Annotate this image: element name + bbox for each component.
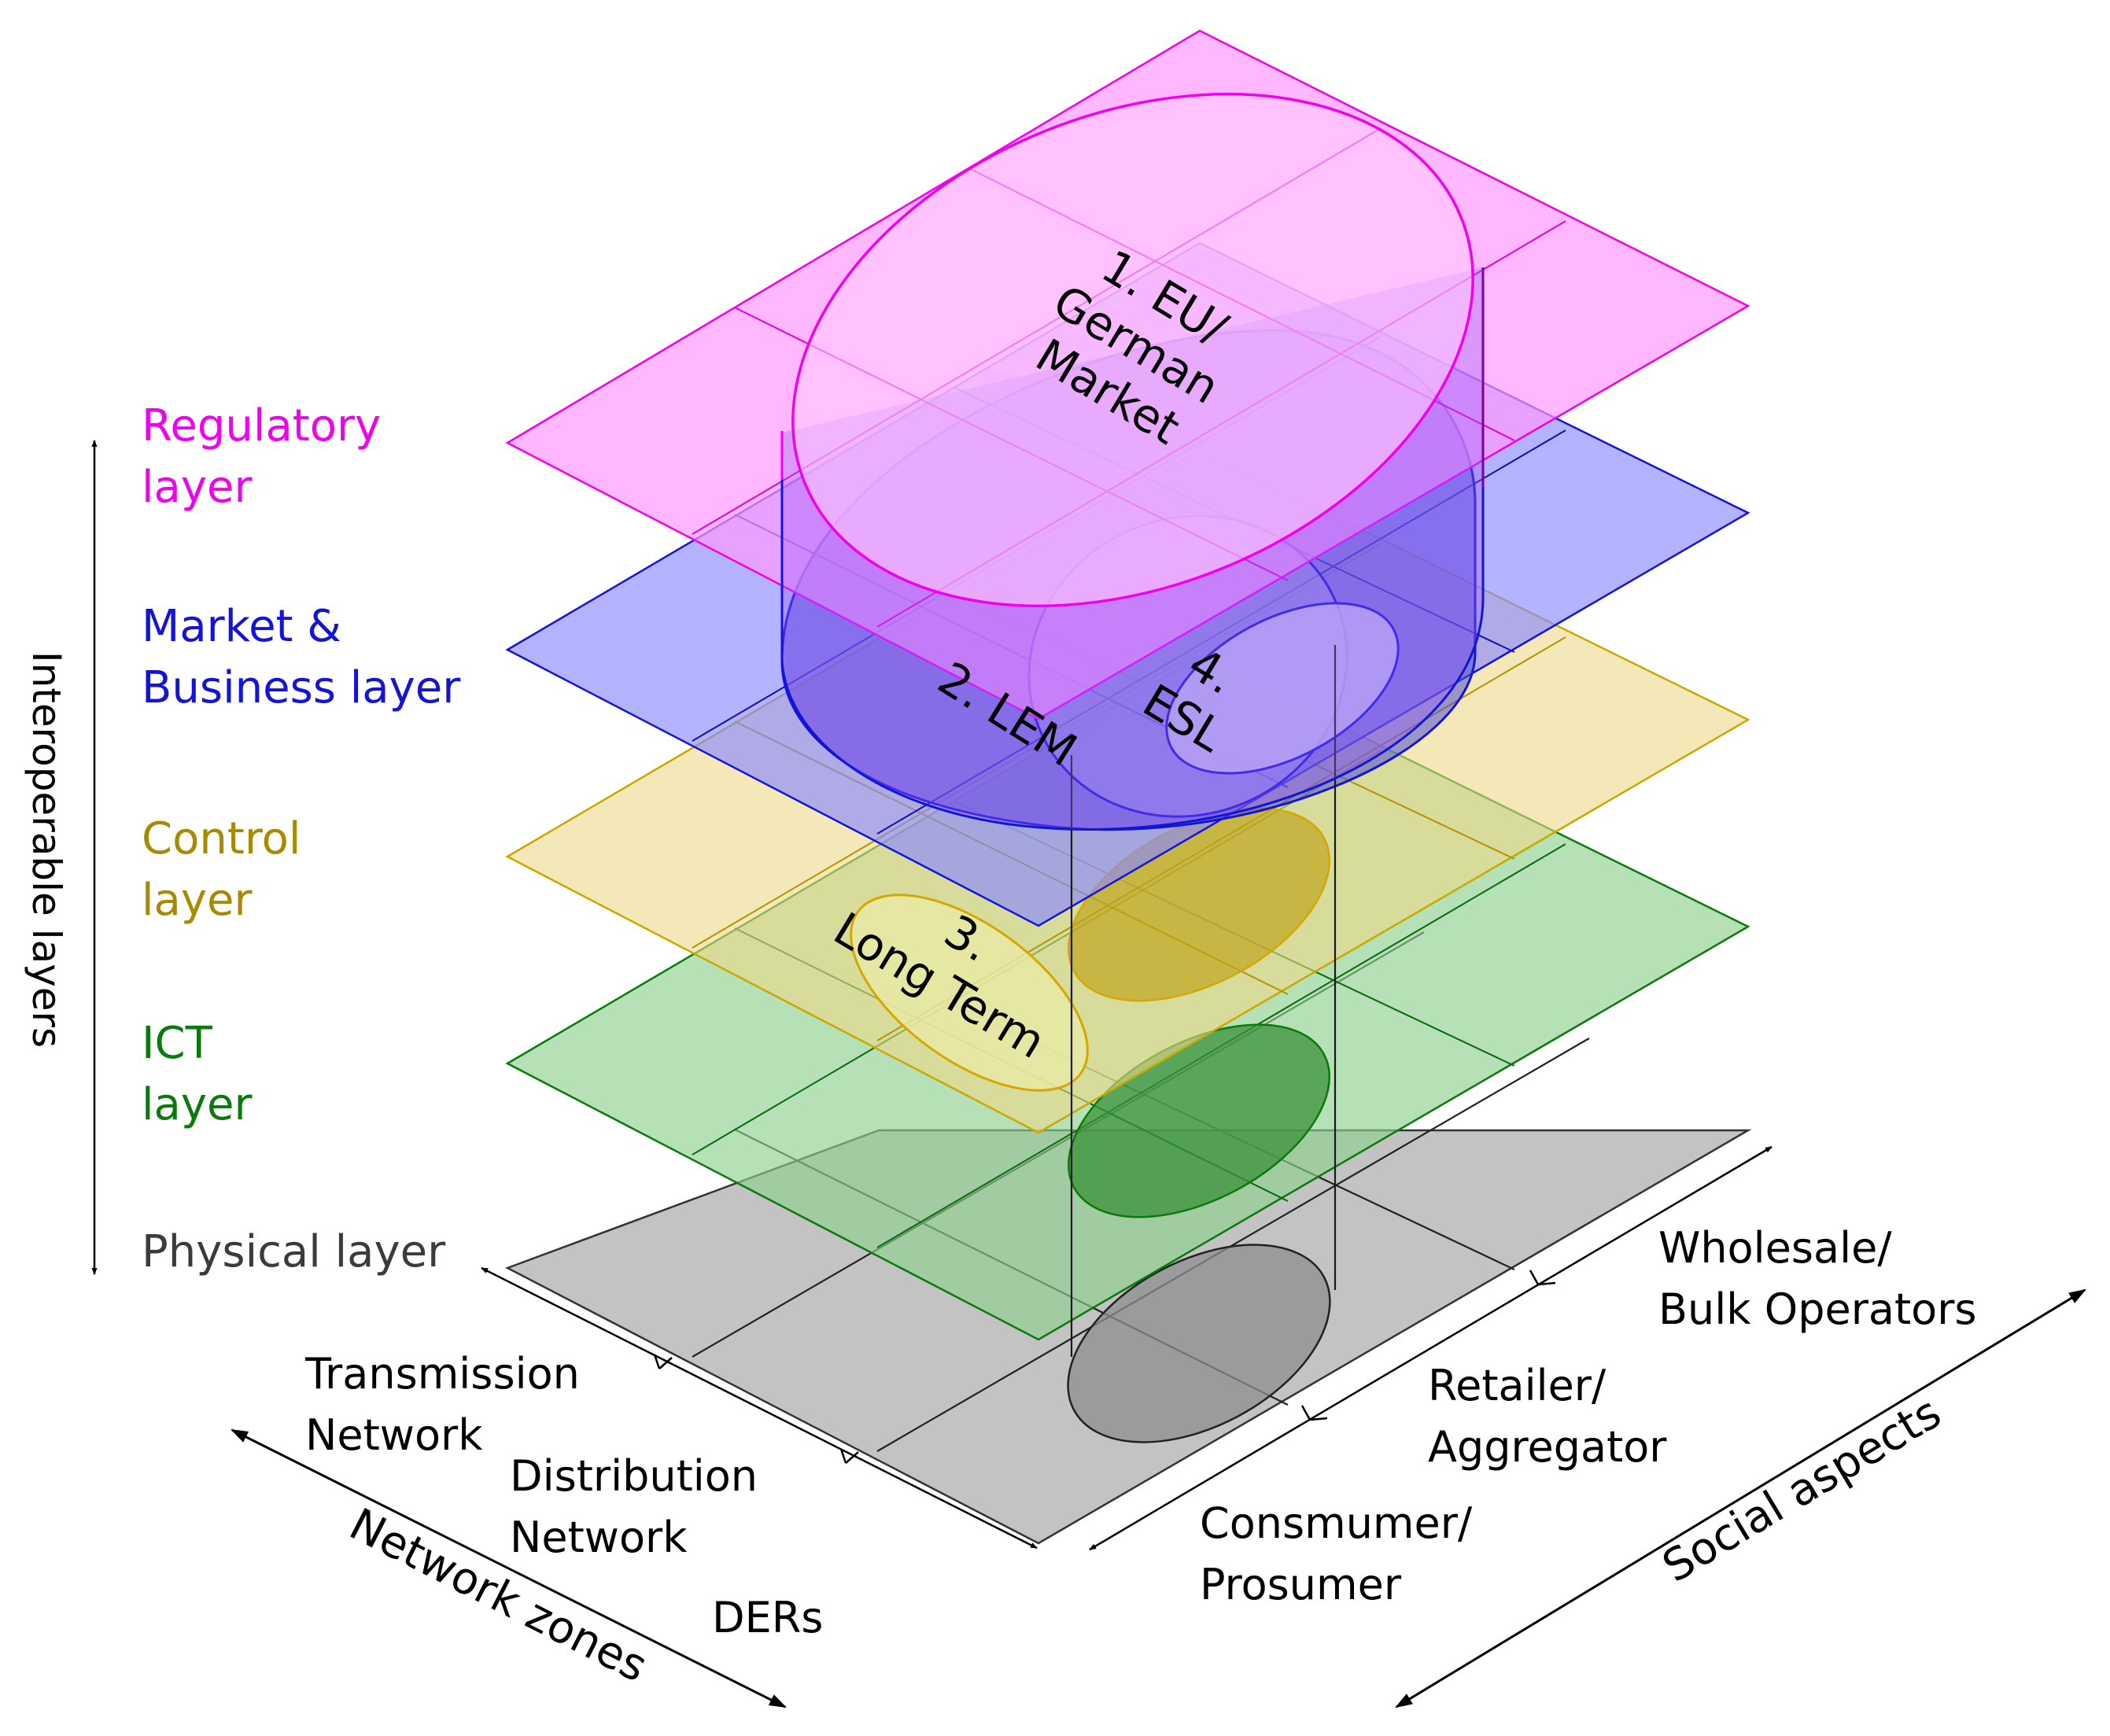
- long-term-region: [850, 894, 1089, 1092]
- layer-label-ict-line: ICT: [142, 1018, 213, 1069]
- network-zone-label: DERs: [712, 1593, 823, 1642]
- social-zone-labels: Consmumer/Prosumer Retailer/Aggregator Who…: [1200, 1223, 1977, 1609]
- eu-top-ellipse: [791, 93, 1474, 607]
- layer-label-market-line: Market &: [142, 601, 341, 652]
- layer-label-control: Control layer: [142, 813, 301, 926]
- network-zone-label-line: DERs: [712, 1593, 823, 1642]
- layer-label-regulatory: Regulatory layer: [142, 400, 381, 513]
- social-zone-label-line: Retailer/: [1428, 1361, 1606, 1410]
- layer-label-regulatory-line: layer: [142, 462, 253, 513]
- social-zone-label-line: Aggregator: [1428, 1422, 1667, 1472]
- social-zone-label-line: Wholesale/: [1658, 1223, 1892, 1273]
- eu-market-region: [780, 93, 1485, 831]
- social-aspects-arrow: [1395, 1288, 2086, 1708]
- esl-region: [1165, 602, 1400, 775]
- layer-label-control-line: Control: [142, 813, 301, 864]
- layer-label-control-line: layer: [142, 875, 253, 926]
- network-zone-label-line: Distribution: [510, 1451, 758, 1501]
- social-aspects-label: Social aspects: [1654, 1387, 1950, 1592]
- social-zone-label-line: Prosumer: [1200, 1560, 1402, 1609]
- interoperable-axis-label: Interoperable layers: [24, 651, 69, 1048]
- network-zone-tick-arrow: [481, 1266, 1038, 1550]
- social-zone-label: Wholesale/Bulk Operators: [1658, 1223, 1977, 1334]
- social-zone-label: Consmumer/Prosumer: [1200, 1498, 1473, 1609]
- network-zone-label-line: Transmission: [304, 1349, 580, 1399]
- layer-label-ict: ICT layer: [142, 1018, 253, 1130]
- network-zones-arrow: [231, 1428, 787, 1708]
- social-zone-label: Retailer/Aggregator: [1428, 1361, 1667, 1472]
- layer-label-physical: Physical layer: [142, 1226, 446, 1277]
- layer-label-ict-line: layer: [142, 1079, 253, 1130]
- interoperable-axis: Interoperable layers: [24, 440, 98, 1275]
- network-zone-label-line: Network: [305, 1410, 483, 1460]
- network-zone-dividers: [653, 1354, 859, 1464]
- layer-label-market-line: Business layer: [142, 662, 461, 713]
- social-zone-label-line: Bulk Operators: [1658, 1284, 1977, 1334]
- layer-label-physical-line: Physical layer: [142, 1226, 446, 1277]
- layer-label-regulatory-line: Regulatory: [142, 400, 381, 452]
- layer-label-market: Market & Business layer: [142, 601, 461, 713]
- social-zone-label-line: Consmumer/: [1200, 1498, 1473, 1548]
- social-zone-dividers: [1300, 1270, 1556, 1421]
- network-zone-label-line: Network: [510, 1513, 688, 1562]
